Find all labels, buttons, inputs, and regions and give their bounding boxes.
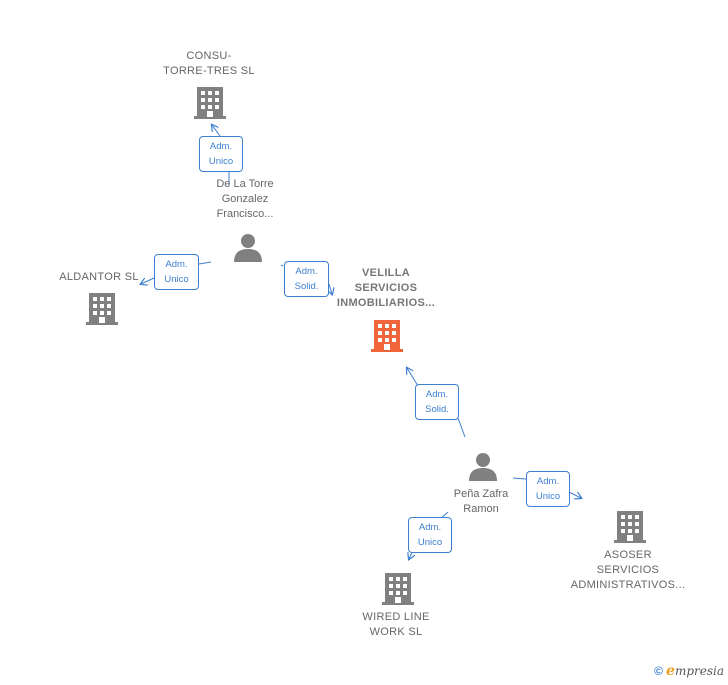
copyright-icon: © [654,664,664,678]
building-icon[interactable] [614,509,646,543]
node-label-consu[interactable]: CONSU-TORRE-TRES SL [163,50,255,77]
edge-delatorre-aldantor [141,261,212,284]
relation-badge-wired[interactable]: Adm.Unico [408,517,452,553]
edge-delatorre-velilla [280,264,332,294]
building-icon[interactable] [194,85,226,119]
relation-badge-velilla-delatorre[interactable]: Adm.Solid. [284,261,329,297]
building-icon[interactable] [382,571,414,605]
person-icon[interactable] [468,451,498,481]
edge-pena-velilla [407,368,466,438]
person-icon[interactable] [233,232,263,262]
empresia-brand: mpresia [674,664,724,678]
relation-badge-asoser[interactable]: Adm.Unico [526,471,570,507]
relation-badge-velilla-pena[interactable]: Adm.Solid. [415,384,459,420]
edge-pena-asoser [512,477,581,498]
node-label-aldantor[interactable]: ALDANTOR SL [59,271,139,283]
relation-badge-consu[interactable]: Adm.Unico [199,136,243,172]
relation-badge-aldantor[interactable]: Adm.Unico [154,254,199,290]
empresia-logo-e: e [666,663,675,679]
empresia-watermark: ©empresia [654,663,724,679]
building-icon[interactable] [371,318,403,352]
building-icon[interactable] [86,291,118,325]
